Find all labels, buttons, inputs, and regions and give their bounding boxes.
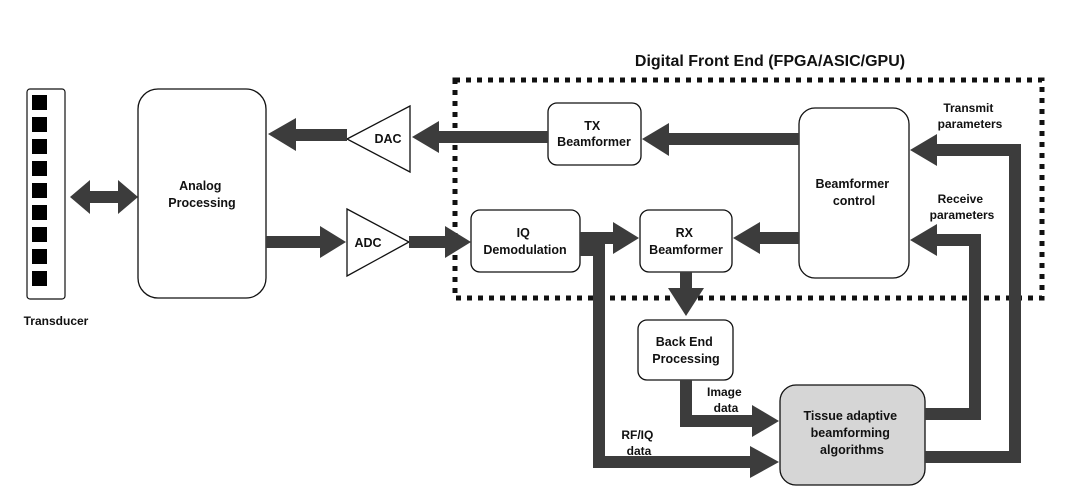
digital-front-end-title: Digital Front End (FPGA/ASIC/GPU) [635,53,905,70]
transducer-element [32,95,47,110]
transducer-element [32,205,47,220]
digital-front-end-boundary [452,77,1045,301]
transducer-element [32,249,47,264]
rx-beamformer-box [639,209,733,273]
arrow-dac-to-analog [268,118,347,151]
back-end-processing-label: Back End Processing [652,335,719,366]
transducer [26,88,66,300]
dac-triangle [345,104,411,174]
adc-label: ADC [354,236,381,250]
beamformer-control-box [798,107,910,279]
image-data-label: Image data [707,385,745,415]
arrow-analog-to-adc [266,226,346,258]
transducer-element [32,271,47,286]
beamformer-control-label: Beamformer control [815,177,892,208]
transducer-element [32,161,47,176]
transducer-elements [32,95,47,286]
tissue-adaptive-label: Tissue adaptive beamforming algorithms [803,409,900,457]
back-end-processing-box [637,319,734,381]
analog-processing-label: Analog Processing [168,179,235,210]
transducer-element [32,117,47,132]
analog-processing-box [137,88,267,299]
arrow-image-data [680,380,779,437]
tx-beamformer-label: TX Beamformer [557,119,631,149]
receive-parameters-label: Receive parameters [930,192,995,222]
tx-beamformer-box [547,102,642,166]
transducer-label: Transducer [24,314,89,328]
transmit-parameters-label: Transmit parameters [938,101,1003,131]
transducer-element [32,183,47,198]
rx-beamformer-label: RX Beamformer [649,226,723,257]
arrow-rf-iq-data [580,244,779,478]
adc-triangle [346,207,411,278]
arrow-adc-to-iq [409,226,471,258]
arrow-transmit-parameters [910,134,1021,463]
transducer-analog-double-arrow [70,180,138,214]
iq-demodulation-label: IQ Demodulation [483,226,566,257]
arrow-control-to-tx [642,123,799,156]
transducer-element [32,139,47,154]
arrow-control-to-rx [733,222,799,254]
arrow-iq-to-rx [580,222,639,254]
arrow-receive-parameters [910,224,981,420]
rf-iq-data-label: RF/IQ data [621,428,656,458]
dac-label: DAC [374,132,401,146]
tissue-adaptive-box [779,384,926,486]
iq-demodulation-box [470,209,581,273]
arrow-tx-to-dac [412,121,548,153]
arrow-rx-to-backend [668,272,704,316]
transducer-element [32,227,47,242]
